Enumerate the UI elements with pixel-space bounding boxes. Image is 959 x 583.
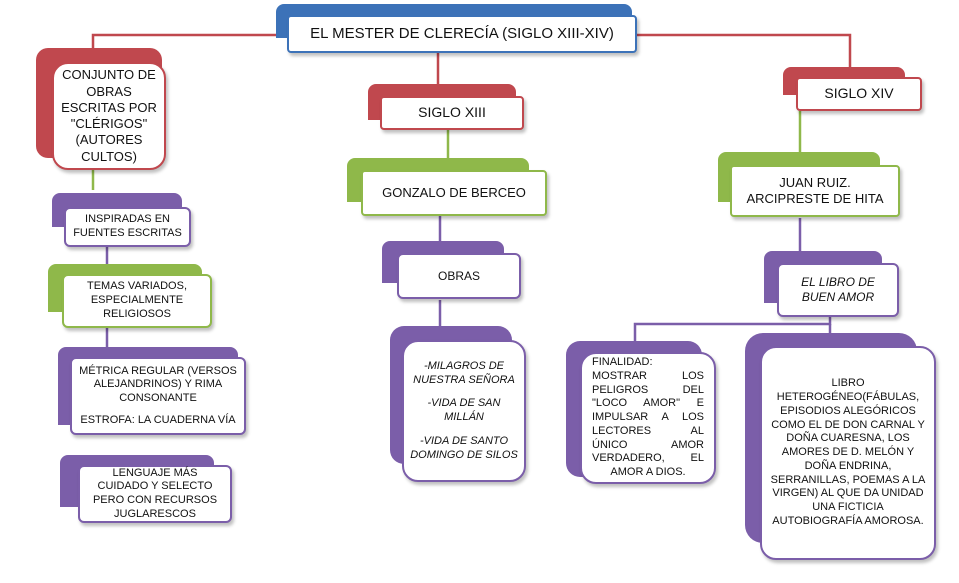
right-head-box: SIGLO XIV <box>796 77 922 111</box>
left-item-4-box: LENGUAJE MÁS CUIDADO Y SELECTO PERO CON … <box>78 465 232 523</box>
middle-author-text: GONZALO DE BERCEO <box>382 184 526 200</box>
left-item-3-text: MÉTRICA REGULAR (VERSOS ALEJANDRINOS) Y … <box>79 364 237 405</box>
middle-author-box: GONZALO DE BERCEO <box>361 170 547 216</box>
connector-title-right <box>636 33 852 70</box>
middle-work-2: -VIDA DE SAN MILLÁN <box>427 397 501 423</box>
left-item-4-text: LENGUAJE MÁS CUIDADO Y SELECTO PERO CON … <box>92 466 218 520</box>
title-box: EL MESTER DE CLERECÍA (SIGLO XIII-XIV) <box>287 15 637 53</box>
right-work-text: EL LIBRO DE BUEN AMOR <box>801 275 875 304</box>
middle-work-3: -VIDA DE SANTO DOMINGO DE SILOS <box>410 434 518 461</box>
left-item-1-box: INSPIRADAS EN FUENTES ESCRITAS <box>64 207 191 247</box>
right-desc-box: LIBRO HETEROGÉNEO(FÁBULAS, EPISODIOS ALE… <box>760 346 936 560</box>
middle-works-label: OBRAS <box>437 268 480 283</box>
left-item-2-text: TEMAS VARIADOS, ESPECIALMENTE RELIGIOSOS <box>86 280 188 320</box>
left-head-text: CONJUNTO DE OBRAS ESCRITAS POR "CLÉRIGOS… <box>61 67 157 164</box>
page-title: EL MESTER DE CLERECÍA (SIGLO XIII-XIV) <box>310 24 614 42</box>
connector-right-split <box>633 317 832 342</box>
left-item-1-text: INSPIRADAS EN FUENTES ESCRITAS <box>73 213 182 239</box>
right-author-box: JUAN RUIZ. ARCIPRESTE DE HITA <box>730 165 900 217</box>
middle-head-box: SIGLO XIII <box>380 96 524 130</box>
middle-head-text: SIGLO XIII <box>418 104 486 121</box>
middle-works-box: OBRAS <box>397 253 521 299</box>
right-purpose-text: FINALIDAD: MOSTRAR LOS PELIGROS DEL "LOC… <box>592 356 704 479</box>
middle-list-box: -MILAGROS DE NUESTRA SEÑORA -VIDA DE SAN… <box>402 340 526 482</box>
left-item-2-box: TEMAS VARIADOS, ESPECIALMENTE RELIGIOSOS <box>62 274 212 328</box>
right-work-box: EL LIBRO DE BUEN AMOR <box>777 263 899 317</box>
right-author-text: JUAN RUIZ. ARCIPRESTE DE HITA <box>746 174 884 206</box>
left-head-box: CONJUNTO DE OBRAS ESCRITAS POR "CLÉRIGOS… <box>52 62 166 170</box>
left-item-3b-text: ESTROFA: LA CUADERNA VÍA <box>80 413 236 426</box>
right-head-text: SIGLO XIV <box>824 85 894 102</box>
right-desc-text: LIBRO HETEROGÉNEO(FÁBULAS, EPISODIOS ALE… <box>770 377 926 527</box>
middle-work-1: -MILAGROS DE NUESTRA SEÑORA <box>413 359 515 386</box>
right-purpose-box: FINALIDAD: MOSTRAR LOS PELIGROS DEL "LOC… <box>580 352 716 484</box>
left-item-3-box: MÉTRICA REGULAR (VERSOS ALEJANDRINOS) Y … <box>70 357 246 435</box>
